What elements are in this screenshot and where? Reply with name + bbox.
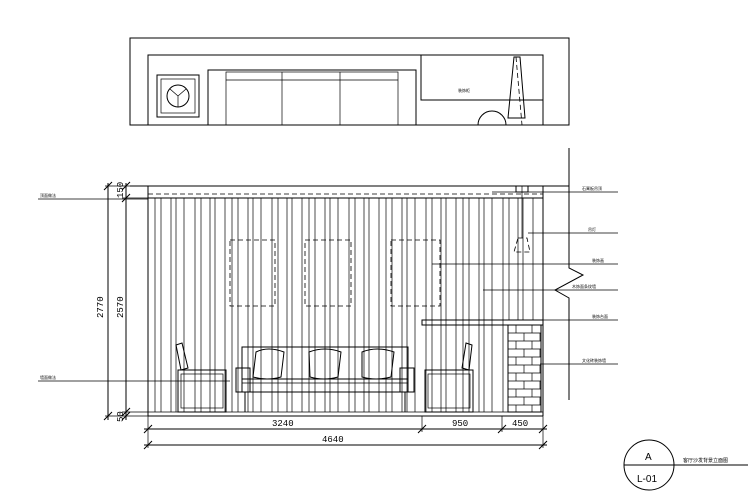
drawing-tag-letter: A xyxy=(645,452,652,463)
plan-cabinet xyxy=(420,54,544,101)
plan-outline xyxy=(129,37,570,126)
right-armchair xyxy=(424,342,474,413)
note-right-2: 吊灯 xyxy=(588,226,596,232)
brick-wall-outline xyxy=(507,324,542,413)
elevation-view xyxy=(130,148,585,417)
break-line xyxy=(553,148,585,400)
plan-sofa xyxy=(207,69,417,126)
note-right-1: 石膏板吊顶 xyxy=(582,185,602,191)
note-right-3: 装饰画 xyxy=(592,257,604,263)
plan-cabinet-label: 装饰柜 xyxy=(458,87,470,93)
drawing-title: 客厅沙发背景立面图 xyxy=(683,457,728,464)
brick-wall xyxy=(507,324,542,413)
left-armchair xyxy=(175,342,227,413)
counter-top xyxy=(421,319,544,326)
picture-frame-1 xyxy=(229,239,276,307)
picture-frame-2 xyxy=(304,239,352,307)
dim-total-width: 4640 xyxy=(322,435,344,445)
dim-top-segment: 150 xyxy=(116,182,126,198)
sofa-cushion-2 xyxy=(308,348,342,380)
dimension-lines: 2770 2570 150 50 3240 950 450 4640 xyxy=(96,181,548,450)
dim-total-height: 2770 xyxy=(96,296,106,318)
striped-wall-panel xyxy=(154,198,534,412)
sofa xyxy=(235,346,415,412)
note-right-6: 文化砖装饰墙 xyxy=(582,357,606,363)
plan-lamp xyxy=(507,56,526,119)
dim-seg-left: 3240 xyxy=(272,419,294,429)
sofa-cushion-3 xyxy=(361,348,395,380)
hanging-lamp xyxy=(513,237,531,253)
note-left-2: 墙面做法 xyxy=(40,374,56,380)
plan-inner-outline xyxy=(147,54,544,126)
dim-seg-mid: 950 xyxy=(452,419,468,429)
plan-door-arc xyxy=(477,110,507,126)
note-right-4: 木饰面条纹墙 xyxy=(572,283,596,289)
dim-bottom-segment: 50 xyxy=(116,411,126,422)
dim-wall-height: 2570 xyxy=(116,296,126,318)
note-left-1: 顶面做法 xyxy=(40,192,56,198)
plan-armchair xyxy=(156,74,200,118)
title-block: A L-01 客厅沙发背景立面图 xyxy=(623,439,748,491)
sofa-cushion-1 xyxy=(252,348,285,380)
picture-frame-3 xyxy=(390,239,441,307)
note-right-5: 装饰台面 xyxy=(592,313,608,319)
annotations: 顶面做法 墙面做法 石膏板吊顶 吊灯 装饰画 木饰面条纹墙 装饰台面 文化砖装饰… xyxy=(38,185,618,382)
drawing-tag-sheet: L-01 xyxy=(637,474,657,485)
plan-view: 装饰柜 xyxy=(129,37,570,126)
dim-seg-right: 450 xyxy=(512,419,528,429)
